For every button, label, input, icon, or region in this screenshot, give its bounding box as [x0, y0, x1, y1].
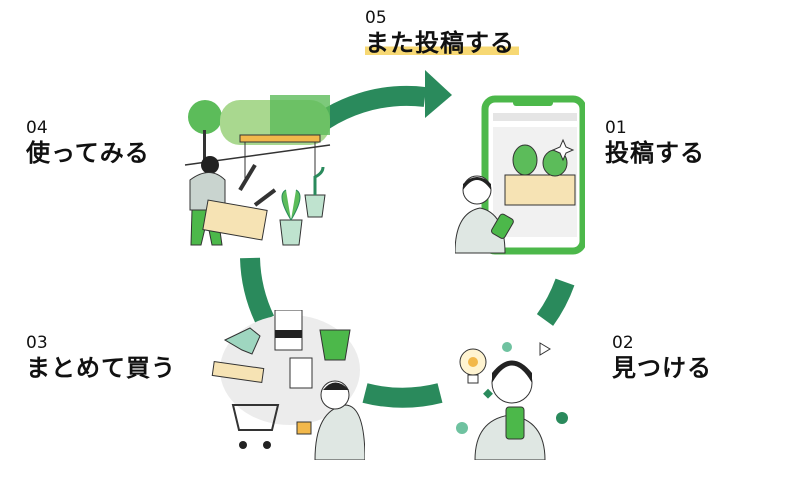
step-04: 04 使ってみる: [26, 118, 150, 168]
step-03: 03 まとめて買う: [26, 333, 176, 383]
illustration-buy: [211, 310, 365, 460]
illustration-post: [455, 95, 585, 255]
illustration-find: [456, 342, 568, 460]
step-label: 使ってみる: [26, 139, 150, 167]
step-label: 見つける: [612, 354, 712, 382]
step-number: 04: [26, 118, 48, 138]
step-01: 01 投稿する: [605, 118, 705, 168]
step-05: 05 また投稿する: [365, 8, 519, 58]
step-label: まとめて買う: [26, 354, 176, 382]
step-number: 02: [612, 333, 634, 353]
step-number: 05: [365, 8, 387, 28]
step-number: 01: [605, 118, 627, 138]
step-label: また投稿する: [365, 29, 519, 57]
illustration-use-it: [184, 95, 331, 246]
arrow-head-icon: [425, 70, 452, 118]
arc-01-to-02: [536, 278, 575, 326]
arc-03-to-04: [240, 257, 275, 325]
step-number: 03: [26, 333, 48, 353]
arc-02-to-03: [362, 383, 443, 408]
step-label: 投稿する: [605, 139, 705, 167]
step-02: 02 見つける: [612, 333, 712, 383]
